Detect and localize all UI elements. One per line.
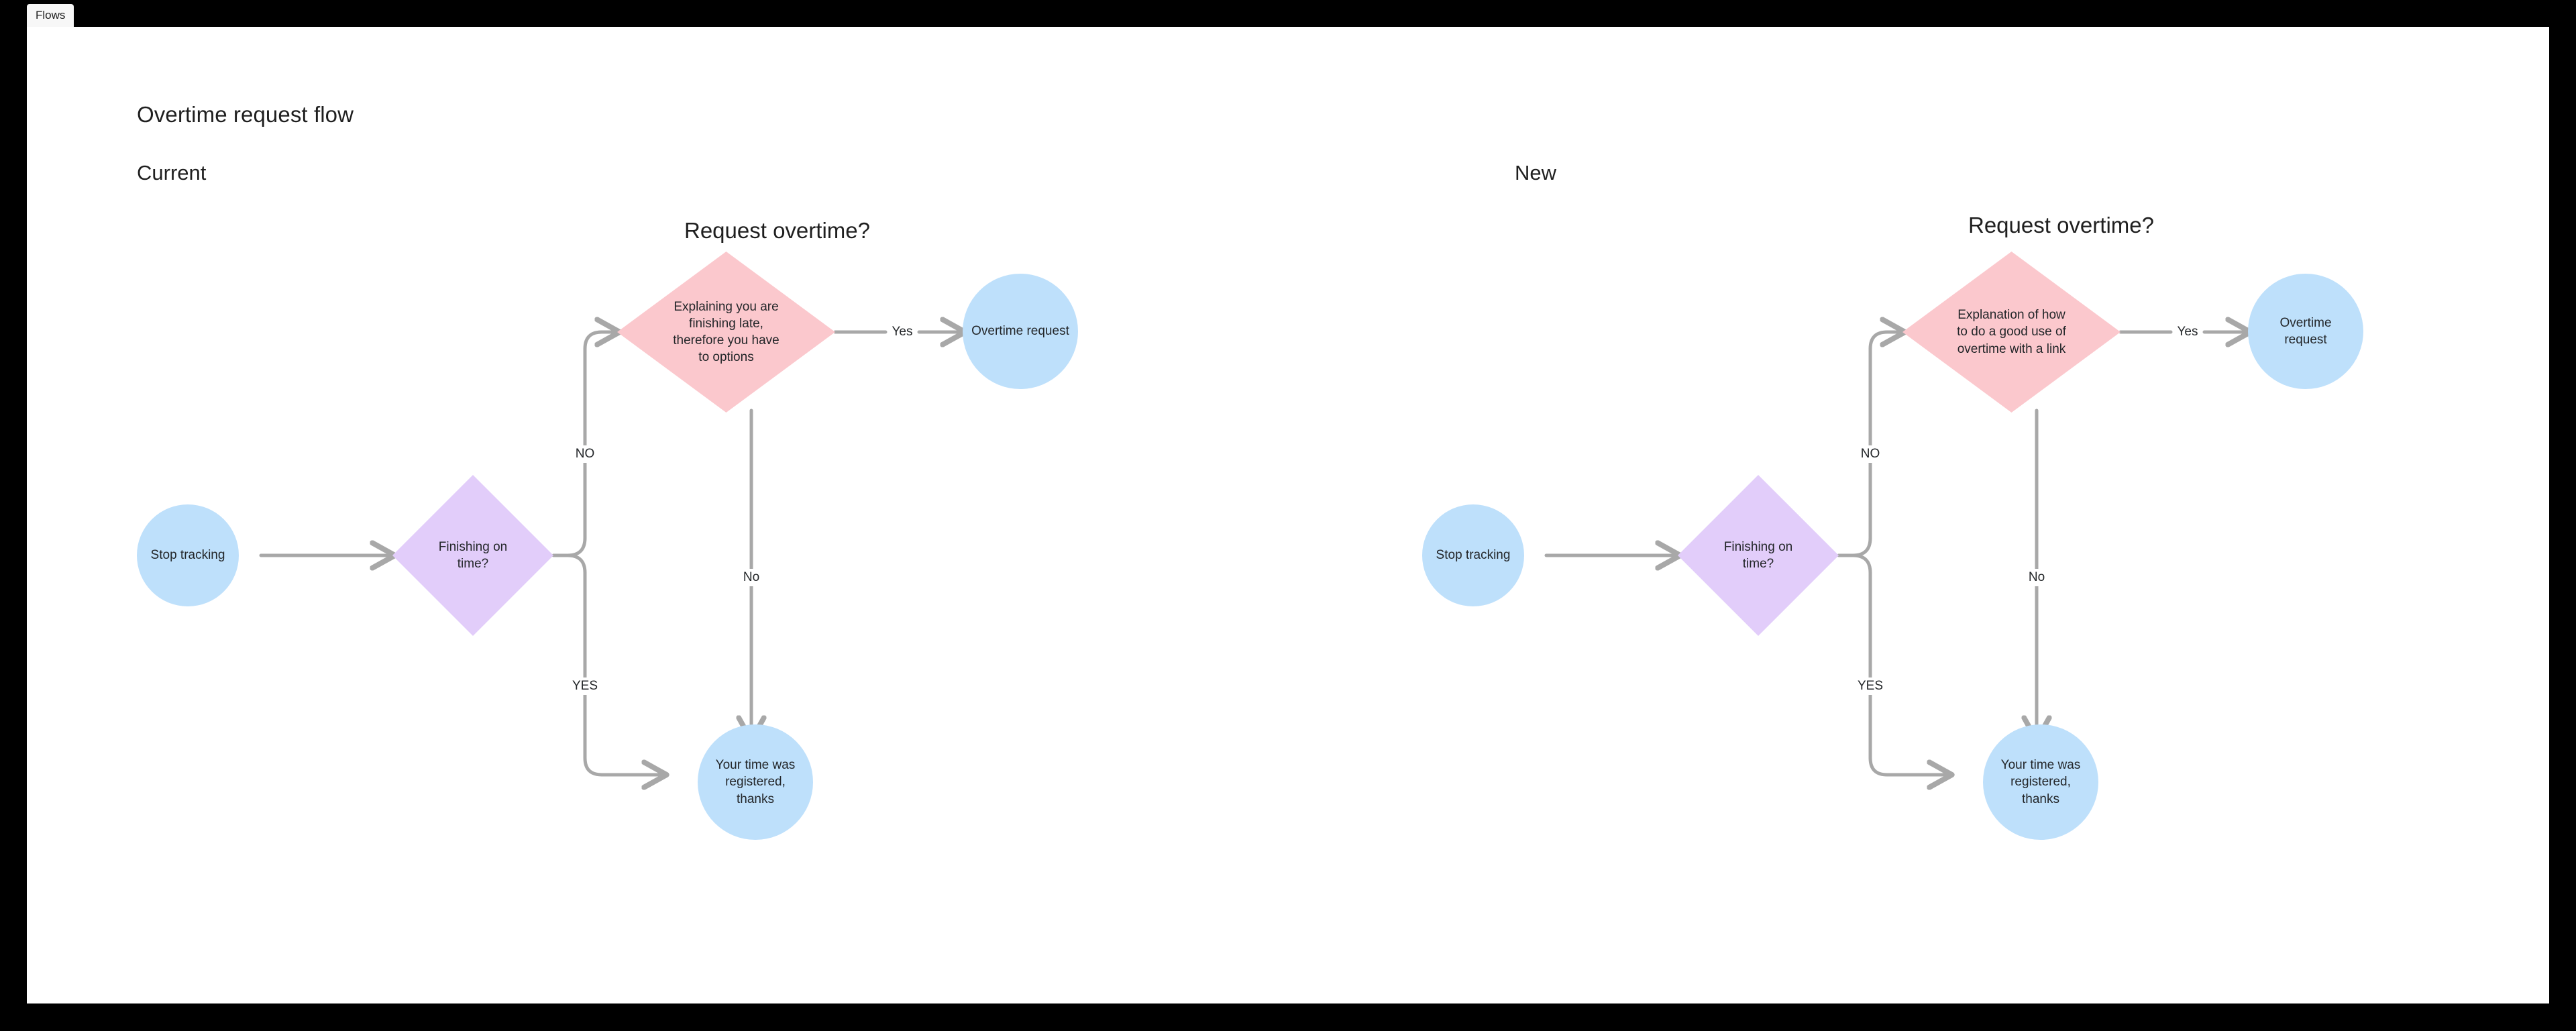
page-title: Overtime request flow	[137, 102, 354, 127]
node-explanation-good-use-new[interactable]: Explanation of how to do a good use of o…	[1902, 252, 2121, 413]
flow-heading-current: Request overtime?	[684, 218, 870, 243]
diamond-shape	[1902, 252, 2121, 413]
diamond-shape	[1678, 475, 1839, 636]
edge-no-up	[566, 332, 617, 557]
edge-label-no-down-current: No	[739, 569, 764, 586]
node-overtime-request-new[interactable]: Overtime request	[2248, 274, 2363, 389]
edge-label-yes-right-current: Yes	[888, 323, 917, 341]
node-explaining-late-current[interactable]: Explaining you are finishing late, there…	[617, 252, 835, 413]
node-label: Finishing on time?	[438, 539, 508, 571]
node-stop-tracking-new[interactable]: Stop tracking	[1422, 504, 1524, 606]
edge-label-no-upper-current: NO	[571, 445, 599, 463]
node-finishing-on-time-current[interactable]: Finishing on time?	[392, 475, 553, 636]
node-label: Stop tracking	[1436, 548, 1511, 563]
edge-label-no-down-new: No	[2024, 569, 2049, 586]
edge-label-yes-lower-new: YES	[1853, 677, 1888, 695]
node-time-registered-current[interactable]: Your time was registered, thanks	[698, 724, 813, 840]
section-label-new: New	[1515, 161, 1557, 184]
edge-label-yes-lower-current: YES	[568, 677, 602, 695]
diamond-shape	[617, 252, 835, 413]
node-time-registered-new[interactable]: Your time was registered, thanks	[1983, 724, 2098, 840]
node-label: Explanation of how to do a good use of o…	[1957, 308, 2066, 356]
edge-yes-down	[566, 553, 664, 775]
flow-heading-new: Request overtime?	[1968, 213, 2154, 237]
edge-label-yes-right-new: Yes	[2173, 323, 2202, 341]
diamond-shape	[392, 475, 553, 636]
node-stop-tracking-current[interactable]: Stop tracking	[137, 504, 239, 606]
edge-yes-down-new	[1851, 553, 1949, 775]
flow-canvas[interactable]: Overtime request flow Current New Reques…	[27, 27, 2549, 1003]
edges-new	[1544, 332, 2248, 775]
node-label: Stop tracking	[150, 548, 225, 563]
node-label: Overtime request	[971, 324, 1069, 339]
node-label: Overtime request	[2279, 315, 2332, 347]
node-finishing-on-time-new[interactable]: Finishing on time?	[1678, 475, 1839, 636]
edge-no-up-new	[1851, 332, 1902, 557]
edge-label-no-upper-new: NO	[1856, 445, 1884, 463]
node-label: Your time was registered, thanks	[715, 758, 796, 806]
node-label: Explaining you are finishing late, there…	[673, 299, 780, 365]
node-label: Finishing on time?	[1723, 539, 1793, 571]
node-overtime-request-current[interactable]: Overtime request	[963, 274, 1078, 389]
node-label: Your time was registered, thanks	[2000, 758, 2081, 806]
tab-flows[interactable]: Flows	[27, 4, 74, 27]
section-label-current: Current	[137, 161, 207, 184]
edges-current	[259, 332, 963, 775]
tab-bar: Flows	[0, 0, 2576, 27]
